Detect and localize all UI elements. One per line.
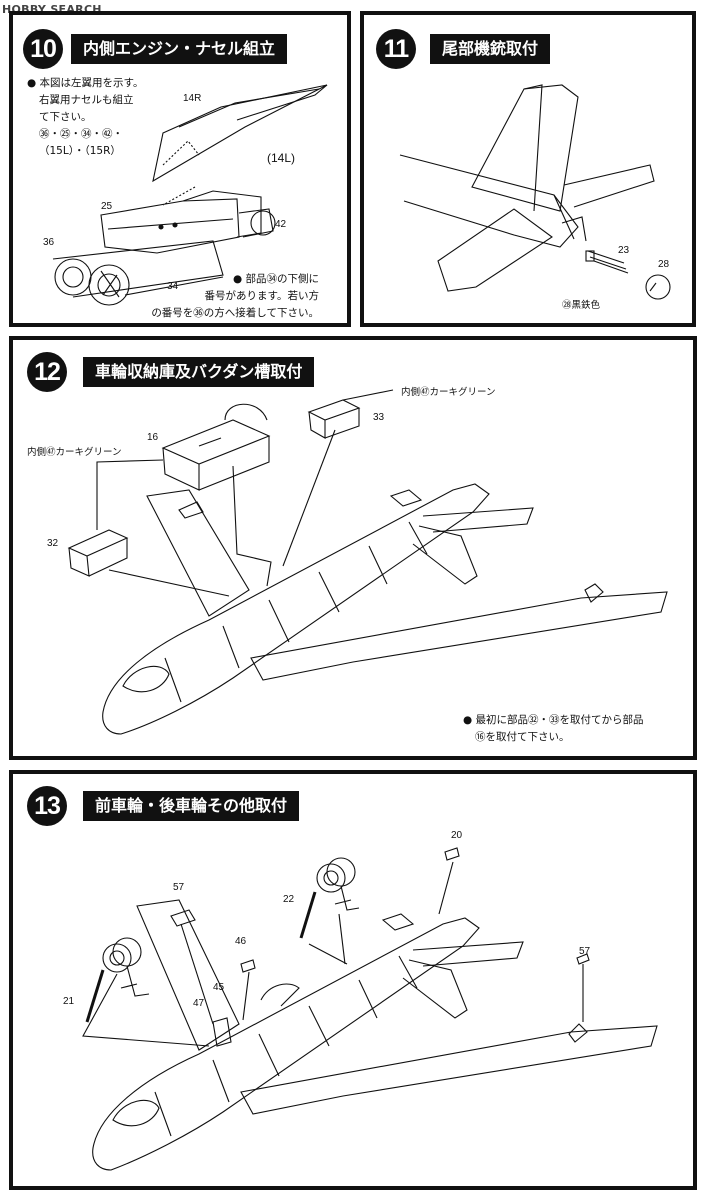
color-note: 内側㊼カーキグリーン <box>401 387 496 398</box>
color-note: 内側㊼カーキグリーン <box>27 447 122 458</box>
step-header: 13 前車輪・後車輪その他取付 <box>27 786 300 826</box>
part-label: 28 <box>658 259 670 270</box>
step-number: 11 <box>376 29 416 69</box>
nacelle-drawing <box>52 84 328 306</box>
part-label: 20 <box>451 830 463 841</box>
part-label: 47 <box>193 998 205 1009</box>
step-header: 10 内側エンジン・ナセル組立 <box>23 29 288 69</box>
part-label: 14R <box>183 93 202 104</box>
part-label: 22 <box>283 894 295 905</box>
part-label: 45 <box>213 982 225 993</box>
part-label: 36 <box>43 237 55 248</box>
part-label: 42 <box>275 219 287 230</box>
step-title: 尾部機銃取付 <box>430 34 551 64</box>
tail-drawing <box>399 84 671 300</box>
part-label: 33 <box>373 412 385 423</box>
instruction-note: ● 本図は左翼用を示す。 右翼用ナセルも組立 て下さい。 ㊱・㉕・㉞・㊷・ （1… <box>27 77 144 157</box>
part-label: 46 <box>235 936 247 947</box>
gear-drawing <box>82 847 658 1171</box>
part-label: 21 <box>63 996 75 1007</box>
instruction-note-bottom: ● 部品㉞の下側に 番号があります。若い方 の番号を㊱の方へ接着して下さい。 <box>151 273 319 319</box>
step-header: 12 車輪収納庫及バクダン槽取付 <box>27 352 315 392</box>
instruction-note: ● 最初に部品㉜・㉝を取付てから部品 ⑯を取付て下さい。 <box>463 714 644 743</box>
step-12-panel: 12 車輪収納庫及バクダン槽取付 内側㊼カーキグリーン 内側㊼カーキグリーン 1… <box>9 336 697 760</box>
part-label: 57 <box>579 946 591 957</box>
step-number: 12 <box>27 352 67 392</box>
part-label: 23 <box>618 245 630 256</box>
part-label: 25 <box>101 201 113 212</box>
step-number: 13 <box>27 786 67 826</box>
step-title: 車輪収納庫及バクダン槽取付 <box>83 357 315 387</box>
step-title: 内側エンジン・ナセル組立 <box>71 34 288 64</box>
part-label: (14L) <box>267 151 296 165</box>
step-11-panel: 11 尾部機銃取付 23 28 ㉘黒鉄色 <box>360 11 696 327</box>
step-title: 前車輪・後車輪その他取付 <box>83 791 300 821</box>
bay-drawing <box>67 389 668 735</box>
step-10-panel: 10 内側エンジン・ナセル組立 ● 本図は左翼用を示す。 右翼用ナセルも組立 て… <box>9 11 351 327</box>
color-note: ㉘黒鉄色 <box>562 300 601 311</box>
step-number: 10 <box>23 29 63 69</box>
part-label: 57 <box>173 882 185 893</box>
part-label: 16 <box>147 432 159 443</box>
step-13-panel: 13 前車輪・後車輪その他取付 20 57 22 46 45 47 21 57 <box>9 770 697 1190</box>
step-header: 11 尾部機銃取付 <box>376 29 551 69</box>
part-label: 32 <box>47 538 59 549</box>
